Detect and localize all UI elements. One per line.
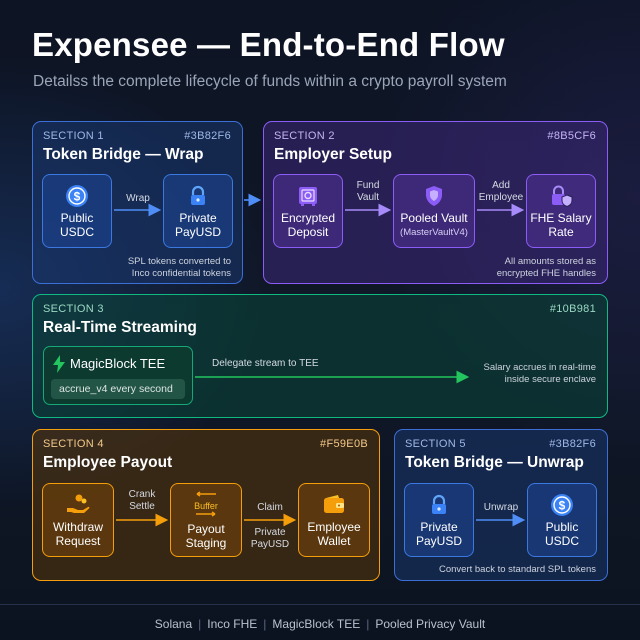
edge-label-add-employee: Add Employee — [478, 180, 524, 203]
lock-icon — [432, 494, 446, 514]
node-public-usdc-unwrap: $ Public USDC — [527, 483, 597, 557]
page-title: Expensee — End-to-End Flow — [32, 26, 505, 63]
transfer-arrows-icon — [196, 511, 216, 517]
node-private-payusd: Private PayUSD — [163, 174, 233, 248]
section-number: SECTION 3 — [43, 303, 104, 315]
section-title: Employee Payout — [43, 454, 173, 471]
section-color-code: #10B981 — [549, 303, 596, 315]
section-number: SECTION 5 — [405, 438, 466, 450]
wallet-icon — [324, 495, 344, 513]
section-title: Token Bridge — Wrap — [43, 146, 204, 163]
section-number: SECTION 1 — [43, 130, 104, 142]
lightning-icon — [53, 355, 65, 373]
usdc-coin-icon: $ — [551, 494, 573, 516]
svg-text:$: $ — [559, 499, 566, 513]
edge-label-wrap: Wrap — [126, 193, 150, 204]
section-note: Convert back to standard SPL tokens — [438, 564, 596, 575]
edge-label-unwrap: Unwrap — [483, 502, 519, 513]
edge-label-private-payusd: Private PayUSD — [250, 527, 290, 550]
edge-label-delegate: Delegate stream to TEE — [212, 358, 319, 369]
node-payout-staging: Buffer Payout Staging — [170, 483, 242, 557]
footer-divider — [0, 604, 640, 605]
node-fhe-salary-rate: FHE Salary Rate — [526, 174, 596, 248]
shield-icon — [426, 186, 442, 206]
node-withdraw-request: Withdraw Request — [42, 483, 114, 557]
node-encrypted-deposit: Encrypted Deposit — [273, 174, 343, 248]
magicblock-tee-box: MagicBlock TEE accrue_v4 every second — [43, 346, 193, 405]
section-number: SECTION 2 — [274, 130, 335, 142]
footer-tech-stack: Solana|Inco FHE|MagicBlock TEE|Pooled Pr… — [154, 617, 486, 631]
lock-icon — [191, 185, 205, 205]
tee-code-pill: accrue_v4 every second — [51, 379, 185, 399]
lock-shield-icon — [552, 185, 573, 208]
section-title: Token Bridge — Unwrap — [405, 454, 584, 471]
edge-label-claim: Claim — [257, 502, 283, 513]
edge-label-fund-vault: Fund Vault — [356, 180, 380, 203]
hand-coins-icon — [67, 494, 90, 513]
svg-text:$: $ — [74, 190, 81, 204]
section-title: Employer Setup — [274, 146, 392, 163]
section-color-code: #8B5CF6 — [547, 130, 596, 142]
section-note: Salary accrues in real-time inside secur… — [483, 362, 596, 385]
page-subtitle: Detailss the complete lifecycle of funds… — [33, 73, 507, 90]
section-note: All amounts stored as encrypted FHE hand… — [496, 256, 596, 279]
transfer-arrows-icon — [196, 491, 216, 497]
node-public-usdc: $ Public USDC — [42, 174, 112, 248]
section-title: Real-Time Streaming — [43, 319, 197, 336]
section-color-code: #3B82F6 — [184, 130, 231, 142]
node-private-payusd-unwrap: Private PayUSD — [404, 483, 474, 557]
section-number: SECTION 4 — [43, 438, 104, 450]
section-color-code: #F59E0B — [320, 438, 368, 450]
node-employee-wallet: Employee Wallet — [298, 483, 370, 557]
tee-name: MagicBlock TEE — [70, 356, 166, 371]
section-color-code: #3B82F6 — [549, 438, 596, 450]
buffer-badge: Buffer — [194, 501, 218, 511]
usdc-coin-icon: $ — [66, 185, 88, 207]
node-pooled-vault: Pooled Vault (MasterVaultV4) — [393, 174, 475, 248]
edge-label-crank-settle: Crank Settle — [128, 489, 156, 512]
section-note: SPL tokens converted to Inco confidentia… — [127, 256, 231, 279]
safe-icon — [299, 187, 317, 206]
